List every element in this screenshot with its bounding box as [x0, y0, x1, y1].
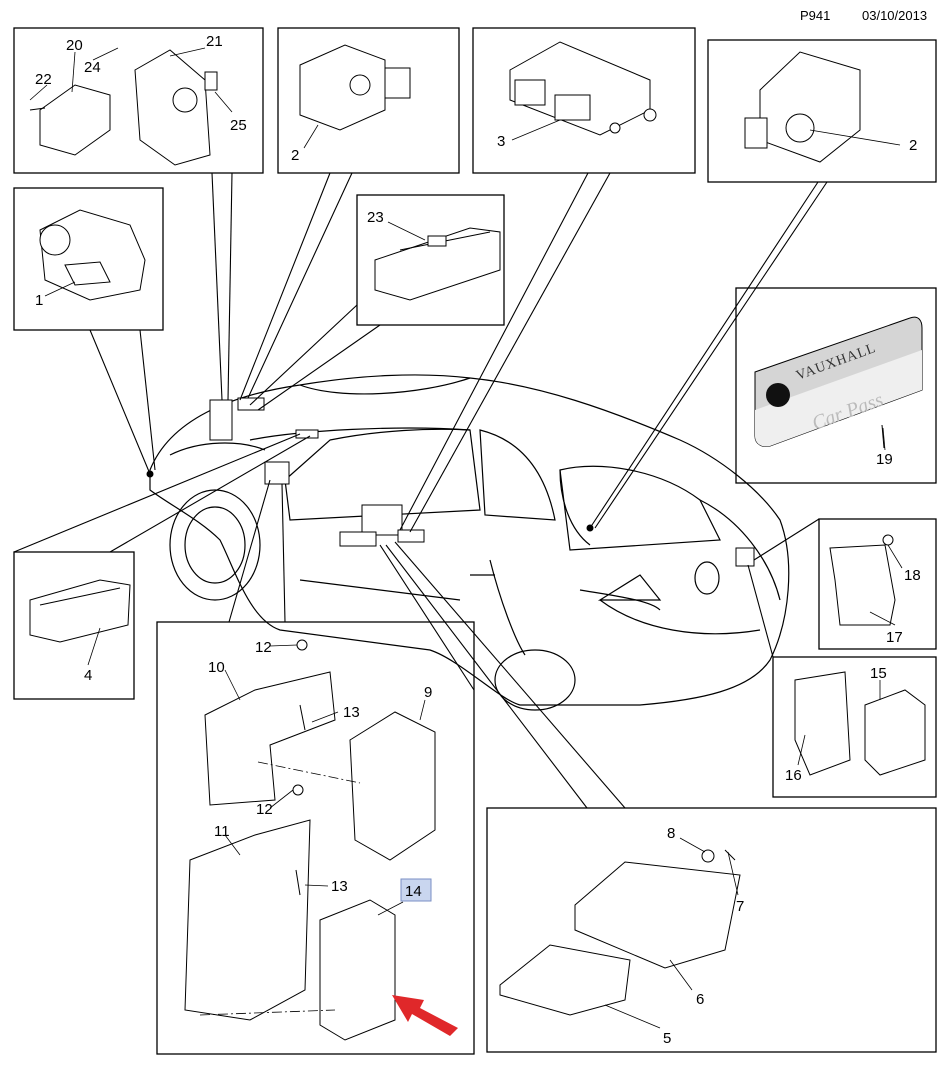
callout-3: 3 [497, 133, 505, 150]
callout-4: 4 [84, 667, 92, 684]
callout-24: 24 [84, 59, 101, 76]
callout-18: 18 [904, 567, 921, 584]
griffin-logo-icon [766, 383, 790, 407]
callout-7: 7 [736, 898, 744, 915]
callout-2-left: 2 [291, 147, 299, 164]
callout-14: 14 [405, 883, 422, 900]
indicator-arrow-icon [392, 995, 458, 1036]
callout-13-top: 13 [343, 704, 360, 721]
detail-frames [13, 27, 937, 1055]
highlight-box [400, 878, 432, 902]
callout-12-bottom: 12 [256, 801, 273, 818]
callout-11: 11 [214, 823, 230, 840]
vehicle-component-markers [146, 397, 755, 567]
callout-15: 15 [870, 665, 887, 682]
callout-20: 20 [66, 37, 83, 54]
leader-lines [13, 172, 828, 809]
callout-19: 19 [876, 451, 893, 468]
callout-17: 17 [886, 629, 903, 646]
callout-13-bottom: 13 [331, 878, 348, 895]
page-code: P941 [800, 8, 831, 23]
callout-22: 22 [35, 71, 52, 88]
callout-21: 21 [206, 33, 223, 50]
callout-25: 25 [230, 117, 247, 134]
callout-10: 10 [208, 659, 225, 676]
alignment-lines [199, 761, 361, 1016]
callout-16: 16 [785, 767, 802, 784]
callout-9: 9 [424, 684, 432, 701]
callout-6: 6 [696, 991, 704, 1008]
callout-leaders [29, 47, 903, 1029]
callout-labels: 20 24 21 22 25 2 3 2 1 23 4 19 18 17 15 … [35, 33, 921, 1047]
callout-23: 23 [367, 209, 384, 226]
callout-5: 5 [663, 1030, 671, 1047]
part-sketches [29, 41, 926, 1041]
callout-8: 8 [667, 825, 675, 842]
car-pass-card: VAUXHALL Car Pass [754, 316, 923, 449]
diagram-date: 03/10/2013 [862, 8, 928, 23]
callout-1: 1 [35, 292, 43, 309]
callout-2-right: 2 [909, 137, 917, 154]
callout-12-top: 12 [255, 639, 272, 656]
vehicle-outline [149, 374, 790, 711]
